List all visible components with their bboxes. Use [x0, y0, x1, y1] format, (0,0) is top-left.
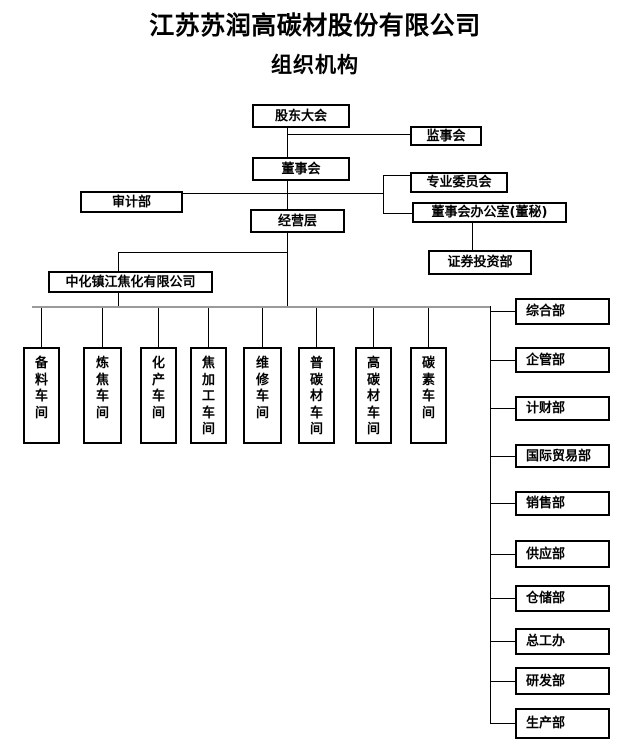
connector-line	[158, 308, 159, 347]
node-board-of-directors: 董事会	[252, 157, 350, 181]
dept-sales: 销售部	[515, 491, 610, 516]
workshop-label: 备料车间	[34, 356, 48, 421]
connector-line	[383, 213, 412, 214]
node-subsidiary-company: 中化镇江焦化有限公司	[48, 271, 213, 293]
workshop-ordinary-carbon: 普碳材车间	[298, 347, 335, 444]
workshop-label: 维修车间	[255, 356, 269, 421]
connector-line	[472, 223, 473, 250]
dept-production: 生产部	[515, 708, 610, 739]
connector-line	[41, 308, 42, 347]
workshop-maintenance: 维修车间	[243, 347, 282, 444]
page-title: 江苏苏润高碳材股份有限公司	[149, 11, 481, 40]
connector-line	[262, 308, 263, 347]
connector-line	[287, 233, 288, 307]
workshop-label: 化产车间	[151, 356, 165, 421]
workshop-coke-processing: 焦加工车间	[190, 347, 227, 444]
connector-line	[183, 193, 383, 194]
dept-supply: 供应部	[515, 540, 610, 568]
connector-line	[373, 308, 374, 347]
node-shareholders-meeting: 股东大会	[252, 104, 350, 128]
workshop-label: 碳素车间	[421, 356, 435, 421]
connector-line	[490, 456, 515, 457]
workshop-chemical-products: 化产车间	[140, 347, 177, 444]
connector-line	[287, 180, 288, 210]
node-management-level: 经营层	[250, 209, 345, 233]
connector-line	[287, 127, 288, 158]
connector-line	[118, 252, 287, 253]
node-supervisory-board: 监事会	[410, 126, 482, 146]
dept-intl-trade: 国际贸易部	[515, 444, 610, 468]
connector-line	[490, 503, 515, 504]
connector-line	[383, 175, 410, 176]
connector-line	[428, 308, 429, 347]
connector-line	[316, 308, 317, 347]
node-securities-investment-dept: 证券投资部	[428, 250, 532, 275]
connector-line	[490, 306, 491, 724]
connector-line	[490, 408, 515, 409]
connector-line	[102, 308, 103, 347]
connector-line	[490, 681, 515, 682]
workshop-coking: 炼焦车间	[83, 347, 122, 444]
connector-line	[118, 252, 119, 271]
node-board-office: 董事会办公室(董秘)	[412, 202, 567, 223]
dept-general: 综合部	[515, 298, 610, 325]
dept-rnd: 研发部	[515, 667, 610, 695]
workshop-label: 炼焦车间	[95, 356, 109, 421]
connector-line	[208, 308, 209, 347]
connector-line	[118, 293, 119, 307]
workshop-material-prep: 备料车间	[23, 347, 60, 444]
workshop-label: 普碳材车间	[309, 356, 323, 437]
connector-line	[287, 134, 410, 135]
trunk-line	[32, 306, 491, 308]
connector-line	[490, 641, 515, 642]
workshop-carbon: 碳素车间	[410, 347, 447, 444]
connector-line	[490, 360, 515, 361]
workshop-label: 焦加工车间	[201, 356, 215, 437]
page-subtitle: 组织机构	[271, 53, 359, 77]
connector-line	[490, 723, 515, 724]
dept-enterprise-mgmt: 企管部	[515, 347, 610, 373]
connector-line	[490, 311, 515, 312]
workshop-high-carbon: 高碳材车间	[355, 347, 392, 444]
node-audit-dept: 审计部	[80, 191, 183, 213]
connector-line	[490, 554, 515, 555]
connector-line	[383, 175, 384, 214]
dept-finance: 计财部	[515, 396, 610, 421]
connector-line	[490, 598, 515, 599]
workshop-label: 高碳材车间	[366, 356, 380, 437]
node-special-committee: 专业委员会	[410, 172, 508, 193]
dept-warehouse: 仓储部	[515, 585, 610, 612]
dept-chief-engineer-office: 总工办	[515, 628, 610, 655]
